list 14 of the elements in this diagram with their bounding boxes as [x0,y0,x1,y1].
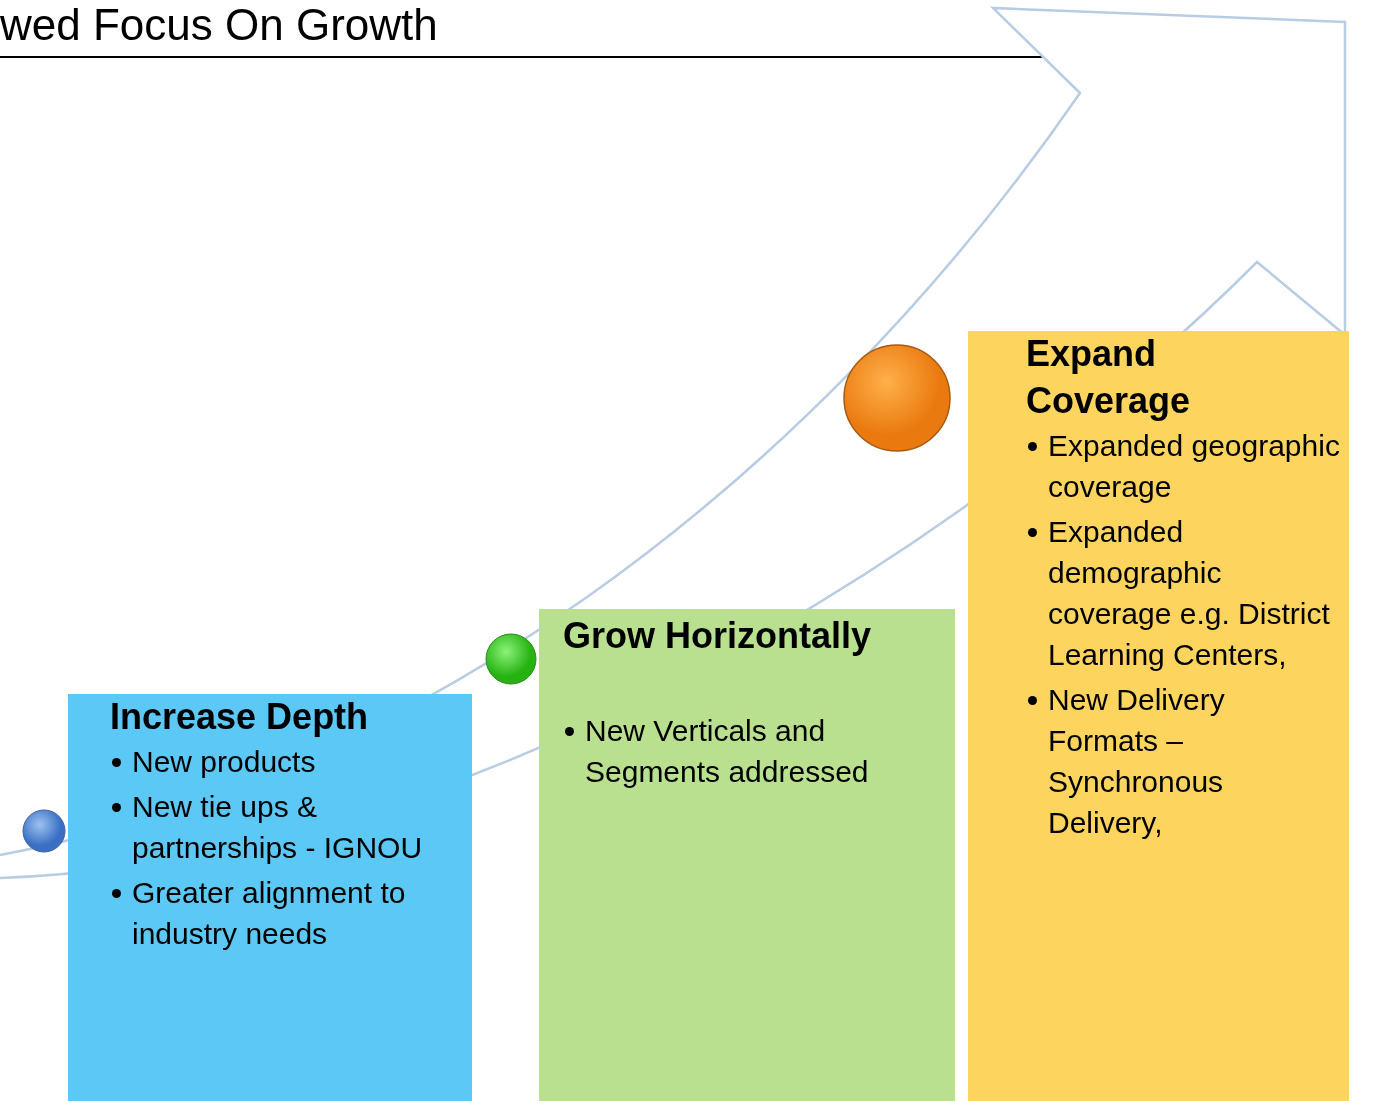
bullet-text: New Delivery Formats – Synchronous Delivery, [1048,683,1225,840]
text-panel [968,331,1349,1101]
panel-heading: Expand Coverage [1026,332,1192,423]
bullet-text: New products [132,744,316,778]
panel-heading: Grow Horizontally [563,614,873,658]
slide-title: wed Focus On Growth [0,0,438,50]
bullet-text: Expanded demographic coverage e.g. District Learning Centers, [1048,514,1330,672]
text-panel [68,694,472,1101]
panel-heading: Increase Depth [110,695,370,739]
bullet-text: Greater alignment to industry needs [132,876,406,951]
text-panel [539,609,955,1101]
bullet-text: Expanded geographic coverage [1048,428,1340,503]
bullet-text: New tie ups & partnerships - IGNOU [132,789,423,864]
bullet-text: New Verticals and Segments addressed [585,713,869,788]
